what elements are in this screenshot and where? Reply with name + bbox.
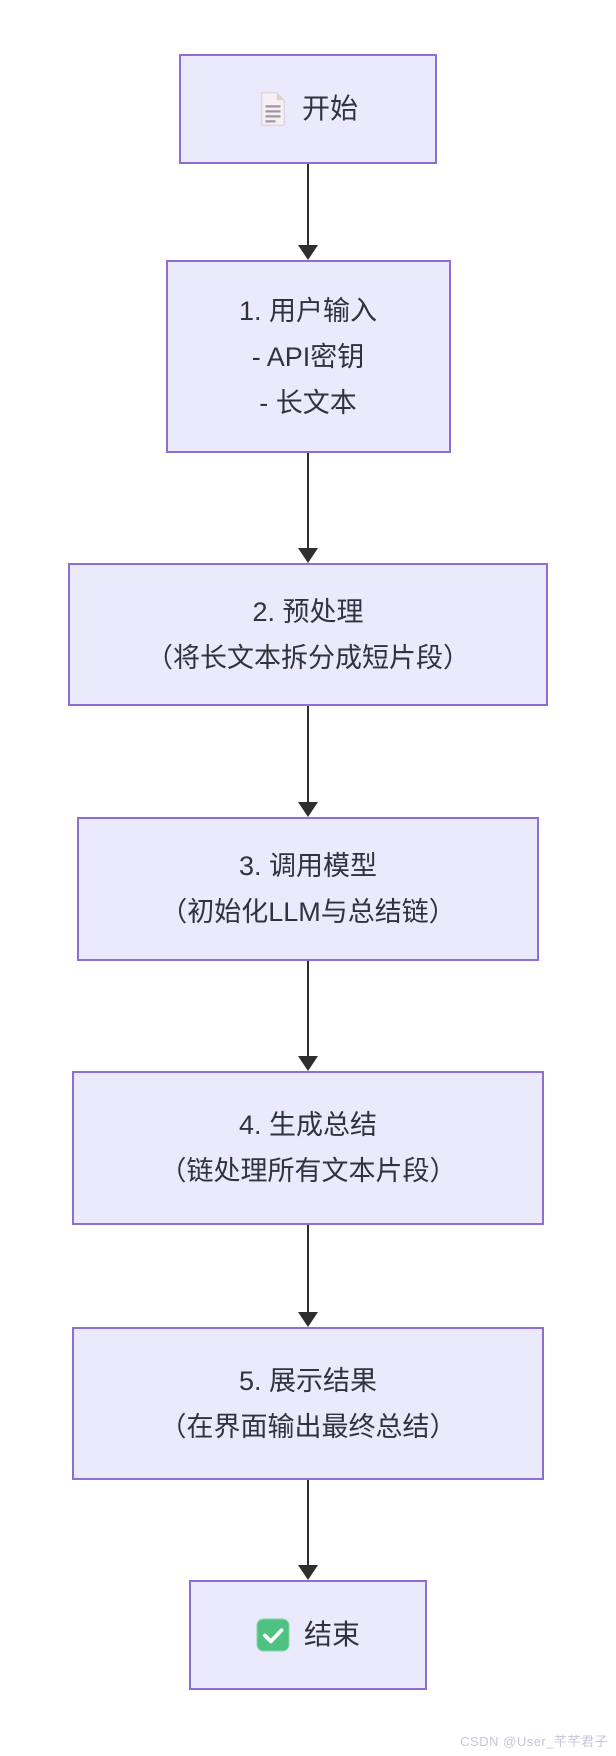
node-line: （在界面输出最终总结）	[159, 1411, 457, 1442]
arrow-down	[298, 164, 318, 260]
node-line: 2. 预处理	[252, 596, 364, 627]
arrow-shaft	[306, 961, 310, 1056]
arrow-down	[298, 706, 318, 817]
arrow-down	[298, 961, 318, 1071]
node-line: - 长文本	[259, 387, 357, 418]
arrow-down	[298, 453, 318, 563]
node-line: （链处理所有文本片段）	[159, 1156, 457, 1186]
arrow-down	[298, 1225, 318, 1327]
node-line: 3. 调用模型	[238, 851, 378, 881]
arrowhead-icon	[298, 1565, 318, 1580]
arrowhead-icon	[298, 1056, 318, 1071]
node-label: 结束	[303, 1619, 360, 1650]
check-icon	[256, 1618, 290, 1652]
node-line: （初始化LLM与总结链）	[160, 897, 456, 927]
node-label: 开始	[301, 93, 358, 124]
node-line: - API密钥	[251, 341, 365, 372]
node-line: 4. 生成总结	[238, 1110, 378, 1140]
flow-node-step1: 1. 用户输入 - API密钥 - 长文本	[165, 260, 451, 453]
arrow-down	[298, 1480, 318, 1580]
flow-node-step4: 4. 生成总结 （链处理所有文本片段）	[72, 1071, 544, 1225]
flowchart: 开始 1. 用户输入 - API密钥 - 长文本 2. 预处理 （将长文本拆分成…	[68, 54, 548, 1690]
flow-node-step3: 3. 调用模型 （初始化LLM与总结链）	[77, 817, 539, 961]
arrow-shaft	[306, 164, 310, 245]
arrowhead-icon	[298, 1312, 318, 1327]
flow-node-step5: 5. 展示结果 （在界面输出最终总结）	[72, 1327, 544, 1480]
node-line: 5. 展示结果	[238, 1365, 378, 1396]
arrowhead-icon	[298, 245, 318, 260]
node-line: （将长文本拆分成短片段）	[146, 642, 470, 673]
csdn-watermark: CSDN @User_芊芊君子	[460, 1734, 608, 1749]
arrowhead-icon	[298, 548, 318, 563]
arrowhead-icon	[298, 802, 318, 817]
arrow-shaft	[306, 706, 310, 802]
flow-node-end: 结束	[189, 1580, 427, 1690]
arrow-shaft	[306, 1480, 310, 1565]
arrow-shaft	[306, 453, 310, 548]
document-icon	[258, 91, 288, 127]
node-line: 1. 用户输入	[238, 295, 378, 326]
arrow-shaft	[306, 1225, 310, 1312]
flow-node-step2: 2. 预处理 （将长文本拆分成短片段）	[68, 563, 548, 706]
flow-node-start: 开始	[179, 54, 437, 164]
